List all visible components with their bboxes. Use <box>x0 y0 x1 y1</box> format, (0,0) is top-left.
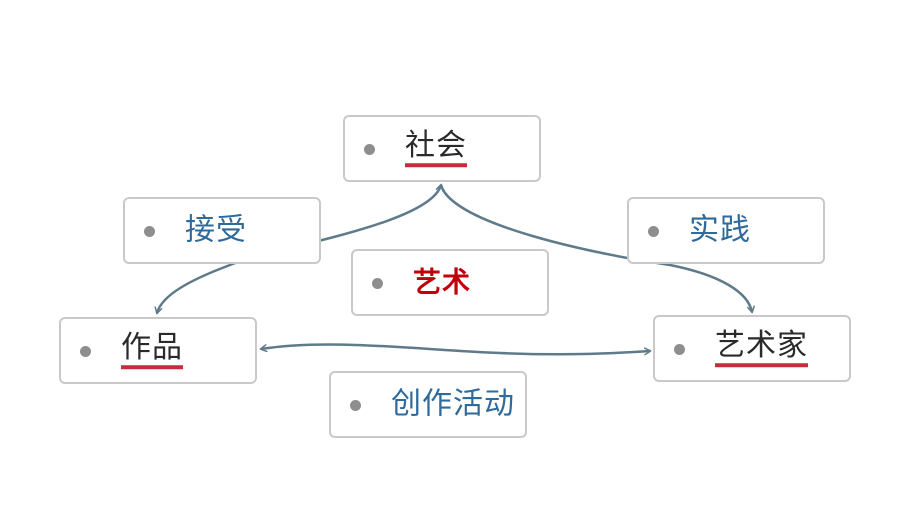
bullet-icon <box>350 399 361 411</box>
node-practice: 实践 <box>627 197 825 264</box>
node-label-artist: 艺术家 <box>715 328 808 367</box>
node-label-practice: 实践 <box>689 211 751 247</box>
bullet-icon <box>80 345 91 357</box>
bullet-icon <box>648 225 659 237</box>
node-society: 社会 <box>343 115 541 182</box>
node-label-art: 艺术 <box>413 264 472 298</box>
node-reception: 接受 <box>123 197 321 264</box>
node-work: 作品 <box>59 317 257 384</box>
node-creation: 创作活动 <box>329 371 527 438</box>
node-label-creation: 创作活动 <box>391 385 515 421</box>
work-artist-double-arrow <box>261 343 650 356</box>
node-art: 艺术 <box>351 249 549 316</box>
bullet-icon <box>144 225 155 237</box>
node-label-society: 社会 <box>405 128 467 167</box>
bullet-icon <box>372 277 383 289</box>
bullet-icon <box>674 343 685 355</box>
node-label-work: 作品 <box>121 330 183 369</box>
node-label-reception: 接受 <box>185 211 247 247</box>
bullet-icon <box>364 143 375 155</box>
node-artist: 艺术家 <box>653 315 851 382</box>
